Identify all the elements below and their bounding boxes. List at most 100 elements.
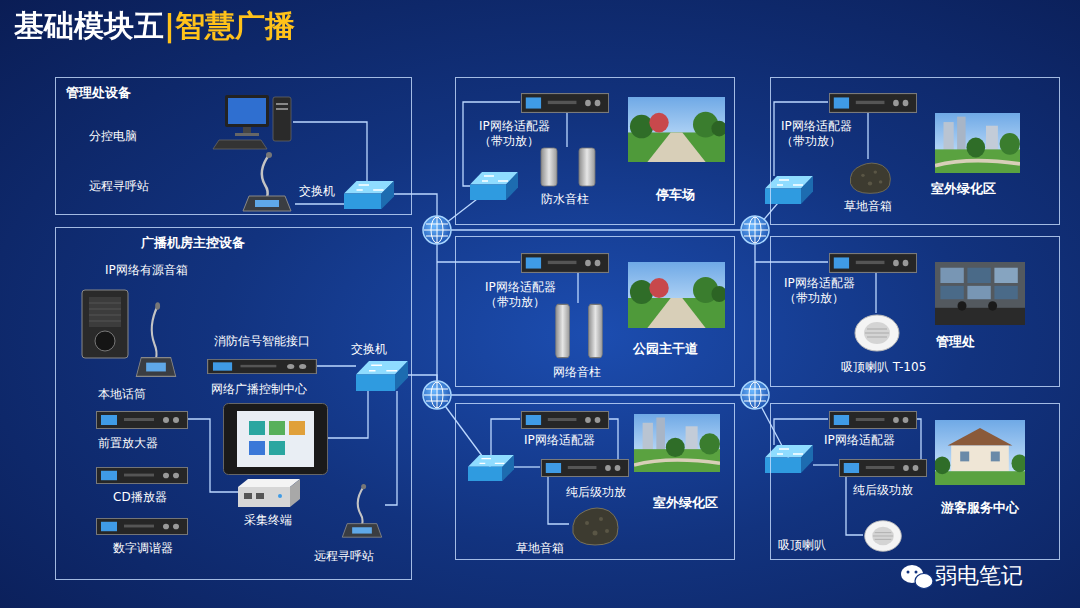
device-label: 数字调谐器 [113, 541, 173, 556]
icon-part [864, 322, 890, 344]
network-globe [423, 216, 451, 244]
connector-line [566, 113, 567, 147]
device-mic: 远程寻呼站 [239, 151, 295, 213]
icon-part [273, 97, 291, 141]
icon-part [276, 108, 288, 110]
area-panel: 室外绿化区IP网络适配器纯后级功放草地音箱 [455, 403, 735, 560]
icon-part [834, 415, 849, 425]
icon-part [228, 98, 266, 124]
icon-part [834, 257, 849, 268]
device-icon [541, 459, 629, 477]
device-label: 草地音箱 [844, 199, 892, 214]
icon-part [240, 365, 276, 368]
area-heading: 室外绿化区 [931, 181, 996, 197]
icon-part [893, 100, 899, 107]
device-icon [829, 411, 917, 429]
icon-part [97, 467, 188, 483]
device-label: 吸顶喇叭 T-105 [841, 360, 926, 375]
icon-part [361, 484, 366, 489]
device-label: 防水音柱 [541, 192, 589, 207]
icon-part [235, 133, 259, 136]
icon-part [243, 196, 291, 211]
icon-part [173, 417, 179, 423]
title-text: 基础模块五|智慧广播 [14, 8, 295, 44]
icon-part [605, 529, 609, 533]
device-icon [344, 181, 394, 209]
area-panel: 管理处设备分控电脑远程寻呼站交换机 [55, 77, 412, 215]
device-icon [539, 147, 597, 187]
device-label: 远程寻呼站 [314, 549, 374, 564]
icon-part [101, 415, 117, 425]
icon-part [266, 152, 272, 158]
icon-part [856, 101, 885, 104]
icon-part [163, 417, 169, 423]
icon-part [556, 304, 570, 357]
icon-part [243, 127, 251, 133]
icon-part [861, 174, 865, 177]
network-wires [393, 102, 838, 468]
connector-line [867, 113, 868, 159]
area-heading: 游客服务中心 [941, 500, 1019, 516]
icon-part [893, 417, 899, 423]
icon-part [358, 487, 364, 525]
switch-icon [765, 445, 813, 473]
device-icon [238, 479, 300, 507]
icon-part [256, 493, 264, 499]
icon-part [344, 181, 394, 209]
device-label: 网络广播控制中心 [211, 382, 307, 397]
icon-part [173, 524, 179, 530]
device-rock: 草地音箱 [847, 159, 893, 195]
device-ceil: 吸顶喇叭 T-105 [853, 313, 901, 353]
icon-part [163, 473, 169, 479]
icon-part [97, 412, 188, 429]
device-label: CD播放器 [113, 490, 167, 505]
icon-part [225, 95, 269, 127]
device-icon [339, 483, 385, 539]
eye [907, 571, 910, 574]
icon-part [224, 404, 328, 475]
device-rack: IP网络适配器 （带功放） [829, 253, 917, 273]
icon-part [255, 200, 279, 207]
device-rack: IP网络适配器 （带功放） [521, 253, 609, 273]
icon-part [856, 418, 885, 421]
network-globe [741, 381, 769, 409]
icon-part [844, 463, 859, 473]
device-ceil: 吸顶喇叭 [863, 519, 903, 553]
icon-part [548, 418, 577, 421]
device-rack: 消防信号智能接口 [207, 359, 317, 374]
icon-part [124, 525, 154, 528]
icon-part [290, 479, 300, 507]
device-icon [96, 467, 188, 484]
device-label: IP网络适配器 [524, 433, 595, 448]
wechat-icon [901, 565, 933, 589]
icon-part [903, 100, 909, 107]
icon-part [868, 182, 872, 186]
scene-photo [934, 420, 1028, 485]
device-tab: 网络广播控制中心 [223, 403, 328, 475]
device-icon [521, 93, 609, 113]
icon-part [276, 103, 288, 105]
icon-part [865, 329, 889, 337]
device-label: 交换机 [351, 342, 387, 357]
device-label: IP网络适配器 （带功放） [784, 276, 870, 306]
icon-part [136, 358, 175, 377]
icon-part [873, 533, 893, 540]
icon-part [855, 315, 899, 351]
wire [813, 464, 838, 465]
scene-photo [628, 97, 727, 162]
icon-part [299, 364, 306, 369]
icon-part [237, 411, 314, 467]
device-icon [96, 518, 188, 535]
device-box: 采集终端 [238, 479, 300, 507]
icon-part [913, 465, 919, 471]
device-label: IP网络适配器 （带功放） [781, 119, 867, 149]
device-rack: 纯后级功放 [839, 459, 927, 477]
area-heading: 管理处 [936, 334, 975, 350]
device-cab: IP网络有源音箱 [81, 289, 129, 359]
device-icon [863, 519, 903, 553]
scene-photo [628, 262, 727, 328]
device-icon [569, 503, 621, 547]
eye [915, 571, 918, 574]
connector-line [317, 365, 356, 366]
